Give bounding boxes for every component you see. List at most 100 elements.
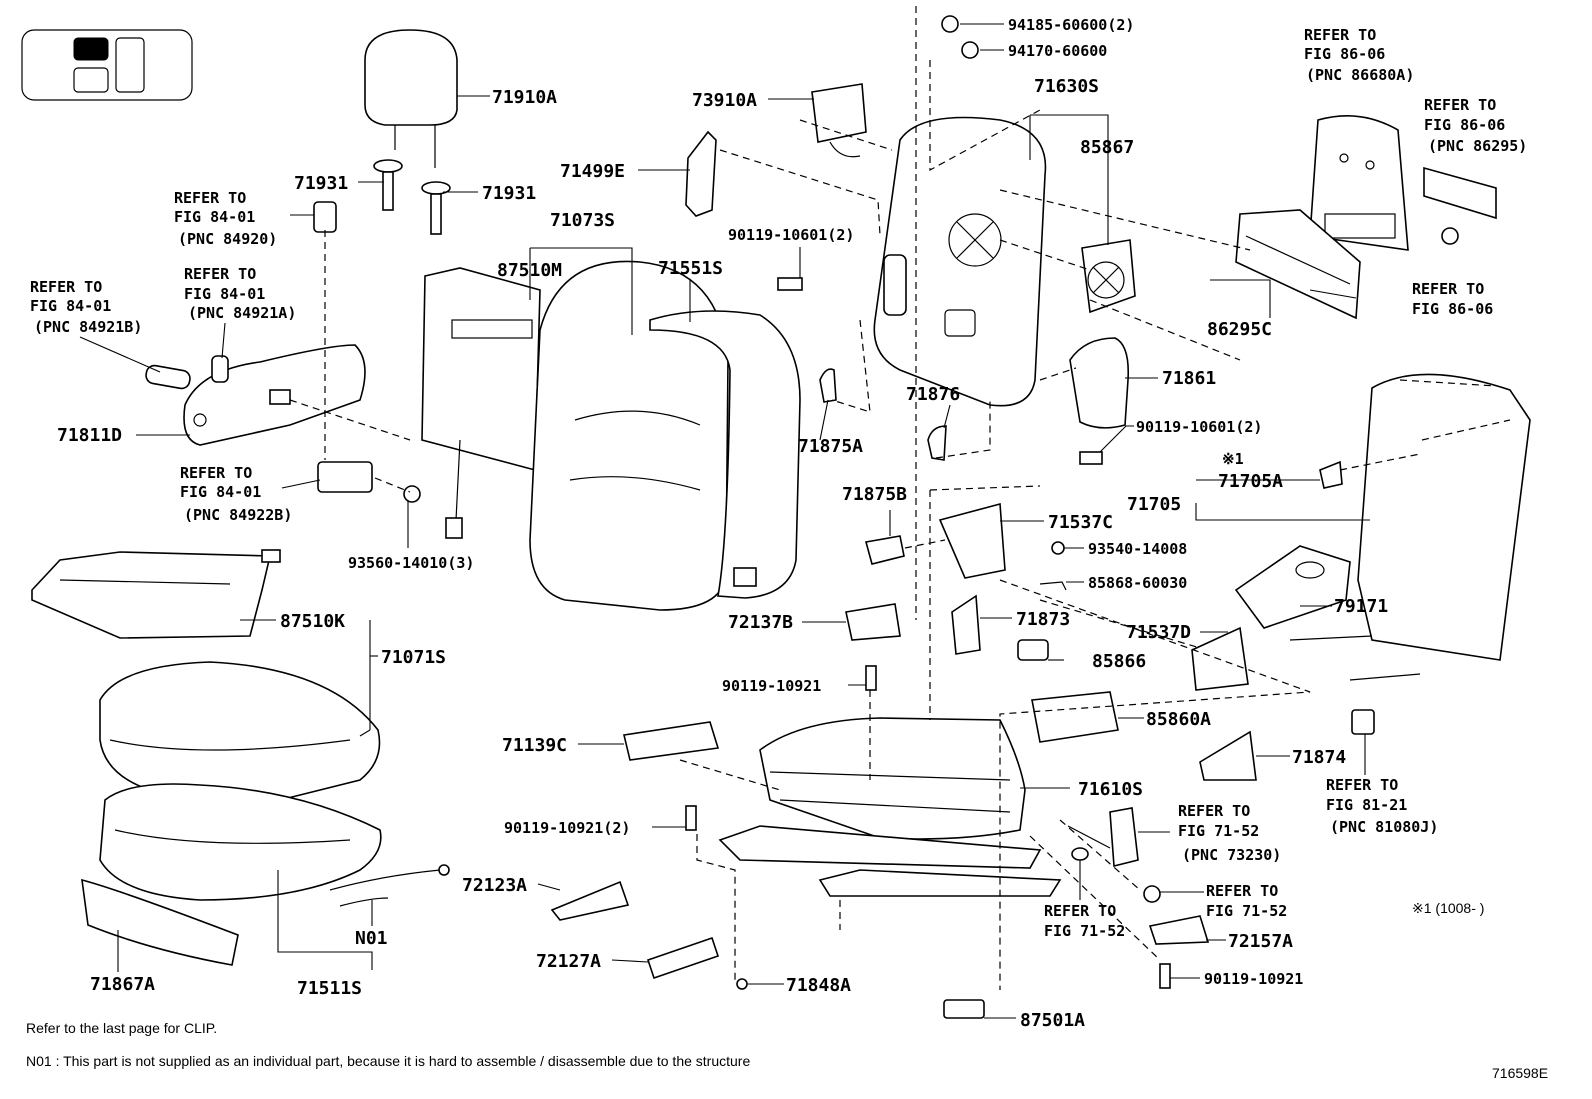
label-93560: 93560-14010(3) xyxy=(348,554,474,572)
motor-85860a xyxy=(1031,691,1119,743)
seatback-rear-board-71705 xyxy=(1289,373,1531,681)
label-71551s: 71551S xyxy=(658,258,723,279)
connector-87501a xyxy=(943,999,985,1019)
label-87510m: 87510M xyxy=(497,260,562,281)
label-71873: 71873 xyxy=(1016,609,1070,630)
nut-fig71-52 xyxy=(1143,885,1161,903)
ref-fig84-84920-line2: FIG 84-01 xyxy=(174,208,255,226)
cover-71875a xyxy=(819,368,837,403)
clip-86295 xyxy=(1441,227,1459,245)
label-85867: 85867 xyxy=(1080,137,1134,158)
ref-fig81-81080j-line2: FIG 81-21 xyxy=(1326,796,1407,814)
label-90119-10601-mid: 90119-10601(2) xyxy=(1136,418,1262,436)
ref-fig84-84921a-line3: (PNC 84921A) xyxy=(188,304,296,322)
harness-n01 xyxy=(329,864,450,907)
clip-footnote: Refer to the last page for CLIP. xyxy=(26,1020,217,1036)
label-71931-right: 71931 xyxy=(482,183,536,204)
label-72127a: 72127A xyxy=(536,951,601,972)
bolt-90119-10921-c xyxy=(1159,963,1171,989)
screw-93560 xyxy=(403,485,421,503)
ref-fig84-84921b-line2: FIG 84-01 xyxy=(30,297,111,315)
ref-fig84-84922b-line3: (PNC 84922B) xyxy=(184,506,292,524)
board-trim-86295 xyxy=(1423,166,1497,220)
ref-fig84-84921b-line3: (PNC 84921B) xyxy=(34,318,142,336)
switch-knob-84921a xyxy=(211,355,229,383)
nut-94185 xyxy=(941,15,959,33)
label-87501a: 87501A xyxy=(1020,1010,1085,1031)
ref-fig84-84920-line3: (PNC 84920) xyxy=(178,230,277,248)
label-n01: N01 xyxy=(355,928,388,949)
label-71848a: 71848A xyxy=(786,975,851,996)
clip-93540 xyxy=(1051,541,1065,555)
label-71875b: 71875B xyxy=(842,484,907,505)
label-94185: 94185-60600(2) xyxy=(1008,16,1134,34)
label-71139c: 71139C xyxy=(502,735,567,756)
headrest-support-left xyxy=(373,159,403,211)
label-72137b: 72137B xyxy=(728,612,793,633)
label-71875a: 71875A xyxy=(798,436,863,457)
ref-fig84-84921a-line2: FIG 84-01 xyxy=(184,285,265,303)
reference-callouts: REFER TO FIG 84-01 (PNC 84920) REFER TO … xyxy=(30,26,1527,940)
headrest-part xyxy=(364,29,458,168)
seatback-frame-part xyxy=(873,116,1047,407)
ref-fig86-86680a-line2: FIG 86-06 xyxy=(1304,45,1385,63)
label-71705: 71705 xyxy=(1127,494,1181,515)
cover-72157a xyxy=(1148,915,1210,945)
cover-71876 xyxy=(927,425,947,461)
label-71910a: 71910A xyxy=(492,87,557,108)
side-airbag-part xyxy=(811,83,867,158)
board-86295c xyxy=(1235,209,1361,320)
seat-heater-cushion-pad xyxy=(31,549,281,639)
bolt-90119-10601-mid xyxy=(1079,451,1103,465)
seatback-pad-part xyxy=(649,310,801,599)
ref-fig86-86680a-line1: REFER TO xyxy=(1304,26,1376,44)
ref-fig71-right-line2: FIG 71-52 xyxy=(1206,902,1287,920)
label-71931-left: 71931 xyxy=(294,173,348,194)
ref-fig71-73230-line1: REFER TO xyxy=(1178,802,1250,820)
label-85860a: 85860A xyxy=(1146,709,1211,730)
switch-84920 xyxy=(313,201,337,233)
hook-71705a xyxy=(1319,460,1343,489)
seat-position-locator-icon xyxy=(21,29,193,101)
clip-85868 xyxy=(1039,581,1067,591)
seat-track-assembly xyxy=(718,717,1062,897)
washer-fig71-52 xyxy=(1071,847,1089,861)
bolt-90119-10601-top xyxy=(777,277,803,291)
label-85866: 85866 xyxy=(1092,651,1146,672)
ref-fig86-plain-line1: REFER TO xyxy=(1412,280,1484,298)
cover-71873 xyxy=(951,594,981,655)
ref-fig84-84920-line1: REFER TO xyxy=(174,189,246,207)
label-71861: 71861 xyxy=(1162,368,1216,389)
sensor-85866 xyxy=(1017,639,1049,661)
ref-fig84-84922b-line2: FIG 84-01 xyxy=(180,483,261,501)
ref-fig71-right-line1: REFER TO xyxy=(1206,882,1278,900)
label-90119-10921-b: 90119-10921(2) xyxy=(504,819,630,837)
switch-84922b xyxy=(317,461,373,493)
applicability-note: ※1 (1008- ) xyxy=(1412,900,1484,916)
label-79171: 79171 xyxy=(1334,596,1388,617)
headrest-support-right xyxy=(421,181,451,235)
label-87510k: 87510K xyxy=(280,611,345,632)
seat-cushion-cover-part xyxy=(99,661,381,805)
label-71610s: 71610S xyxy=(1078,779,1143,800)
label-72123a: 72123A xyxy=(462,875,527,896)
nut-94170 xyxy=(961,41,979,59)
label-71705a: 71705A xyxy=(1218,471,1283,492)
connector-81080j xyxy=(1351,709,1375,735)
label-71071s: 71071S xyxy=(381,647,446,668)
label-90119-10921-c: 90119-10921 xyxy=(1204,970,1303,988)
label-71876: 71876 xyxy=(906,384,960,405)
ref-fig71-73230-line2: FIG 71-52 xyxy=(1178,822,1259,840)
seat-cushion-pad-part xyxy=(99,783,382,901)
screw-71848a xyxy=(736,978,748,990)
ref-fig86-86295-line2: FIG 86-06 xyxy=(1424,116,1505,134)
label-71867a: 71867A xyxy=(90,974,155,995)
lumbar-motor-part xyxy=(1081,239,1136,314)
label-71630s: 71630S xyxy=(1034,76,1099,97)
label-71499e: 71499E xyxy=(560,161,625,182)
label-note1-mark: ※1 xyxy=(1222,450,1244,468)
ref-fig84-84922b-line1: REFER TO xyxy=(180,464,252,482)
n01-footnote: N01 : This part is not supplied as an in… xyxy=(26,1053,750,1069)
seatback-cover-71861 xyxy=(1069,337,1130,429)
